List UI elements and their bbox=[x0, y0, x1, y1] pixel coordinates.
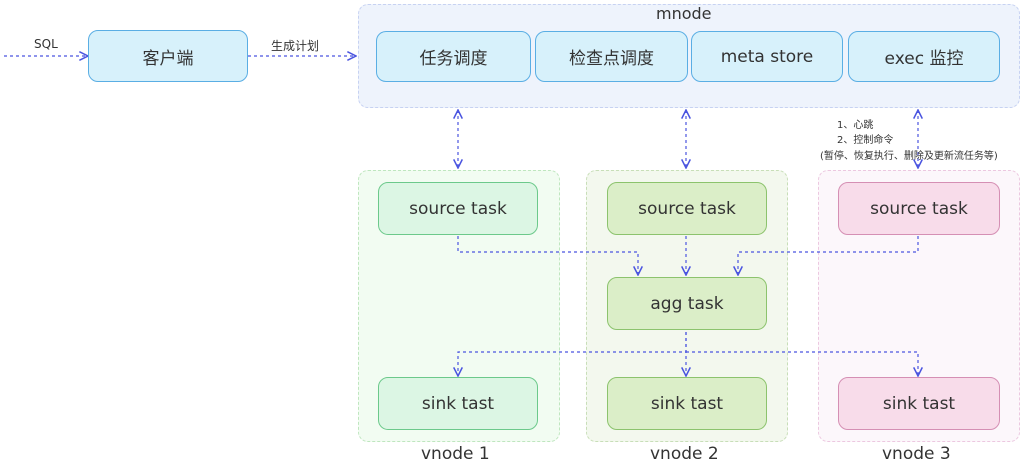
vnode1-source-task: source task bbox=[378, 182, 538, 235]
annotation-control-command: 2、控制命令 bbox=[837, 135, 894, 146]
vnode3-sink-task: sink tast bbox=[838, 377, 1000, 430]
annotation-heartbeat: 1、心跳 bbox=[837, 120, 874, 131]
annotation-command-details: (暂停、恢复执行、删除及更新流任务等) bbox=[820, 151, 998, 162]
vnode1-label: vnode 1 bbox=[421, 444, 490, 464]
vnode2-agg-task: agg task bbox=[607, 277, 767, 330]
vnode3-label: vnode 3 bbox=[882, 444, 951, 464]
agg-to-sink1-arrow bbox=[458, 332, 687, 376]
source3-to-agg-arrow bbox=[738, 236, 919, 275]
source1-to-agg-arrow bbox=[457, 236, 638, 275]
exec-monitor-module: exec 监控 bbox=[848, 31, 1000, 82]
checkpoint-scheduling-module: 检查点调度 bbox=[535, 31, 688, 82]
vnode2-label: vnode 2 bbox=[650, 444, 719, 464]
vnode3-source-task: source task bbox=[838, 182, 1000, 235]
sql-label: SQL bbox=[34, 37, 58, 51]
vnode2-sink-task: sink tast bbox=[607, 377, 767, 430]
vnode2-source-task: source task bbox=[607, 182, 767, 235]
agg-to-sink3-arrow bbox=[686, 351, 918, 376]
client-node: 客户端 bbox=[88, 30, 248, 82]
mnode-title: mnode bbox=[656, 4, 712, 23]
vnode1-sink-task: sink tast bbox=[378, 377, 538, 430]
task-scheduling-module: 任务调度 bbox=[376, 31, 531, 82]
meta-store-module: meta store bbox=[691, 31, 843, 82]
generate-plan-label: 生成计划 bbox=[271, 39, 320, 53]
